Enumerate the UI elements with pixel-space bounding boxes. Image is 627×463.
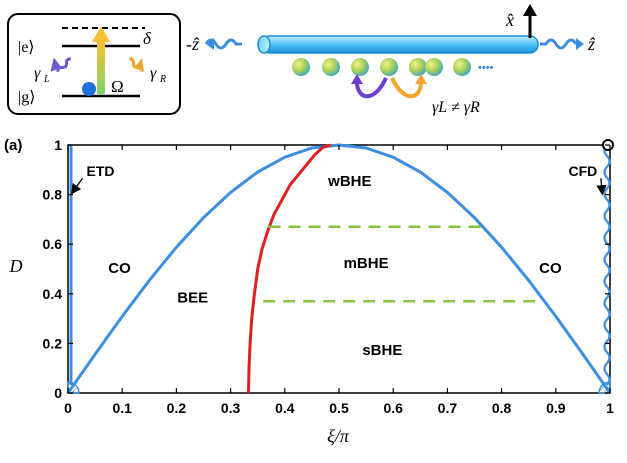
left-corner-region: [67, 381, 80, 394]
decay-inequality-label: γL ≠ γR: [432, 99, 480, 116]
inset-frame: [7, 13, 181, 115]
atom-chain: ••••: [292, 58, 494, 76]
x-tick-label: 0.9: [546, 400, 566, 416]
level-diagram-inset: |e⟩ |g⟩ δ Ω γ L γ R: [7, 13, 181, 115]
gamma-left-subscript: L: [43, 74, 50, 85]
excited-level-label: |e⟩: [18, 39, 35, 56]
gamma-right-label: γ: [150, 65, 157, 82]
x-tick-label: 0.3: [221, 400, 241, 416]
right-emission-wave-icon: [540, 38, 578, 50]
x-axis-label: ξ/π: [327, 426, 350, 446]
axis-ticks: 0 0.1 0.2 0.3 0.4 0.5 0.6 0.7 0.8 0.9 1 0 0.2 0.4 0.6 0…: [43, 137, 615, 416]
region-label: sBHE: [362, 342, 402, 359]
x-axis-arrow-icon: [523, 4, 537, 16]
region-label: mBHE: [344, 255, 389, 272]
x-tick-label: 1: [606, 400, 614, 416]
annotation-label: ETD: [87, 163, 115, 179]
x-tick-label: 0.2: [167, 400, 187, 416]
left-hopping-arrowhead-icon: [351, 74, 363, 84]
ground-level-label: |g⟩: [18, 89, 35, 106]
x-tick-label: 0.7: [438, 400, 458, 416]
minus-z-direction-label: -ẑ: [186, 34, 200, 54]
y-tick-label: 0.2: [43, 335, 63, 351]
x-tick-label: 0.5: [329, 400, 349, 416]
waveguide-end: [257, 35, 271, 54]
right-hopping-arrow-icon: [390, 77, 424, 99]
region-label: CO: [108, 260, 131, 277]
right-emission-arrow-icon: [576, 38, 584, 50]
right-hopping-arrowhead-icon: [415, 74, 427, 84]
annotation-label: CFD: [569, 163, 598, 179]
gamma-right-subscript: R: [159, 74, 166, 85]
right-decay-arrow-icon: [129, 57, 144, 73]
y-tick-label: 0.8: [43, 187, 63, 203]
right-corner-region: [598, 381, 611, 394]
x-axis-direction-label: x̂: [505, 10, 514, 30]
y-axis-label: D: [9, 256, 23, 276]
x-tick-label: 0.1: [112, 400, 132, 416]
y-tick-label: 1: [54, 137, 62, 153]
waveguide-body: [261, 35, 539, 54]
annotation-arrow: [596, 178, 607, 196]
x-tick-label: 0.4: [275, 400, 295, 416]
atom-icon: [453, 58, 471, 76]
z-direction-label: ẑ: [587, 34, 596, 54]
region-label: CO: [539, 260, 562, 277]
left-decay-arrow-icon: [50, 57, 71, 73]
drive-label: Ω: [111, 77, 124, 96]
atom-icon: [351, 58, 369, 76]
left-emission-wave-icon: [204, 38, 242, 50]
atom-icon: [380, 58, 398, 76]
atom-icon: [322, 58, 340, 76]
atom-icon: [292, 58, 310, 76]
drive-arrow-icon: [92, 26, 110, 94]
plot-marks: wBHE mBHE sBHE BEE CO CO ETD CFD: [66, 139, 614, 394]
atom-icon: [425, 58, 443, 76]
x-tick-label: 0: [64, 400, 72, 416]
cfd-edge-wavy-line: [603, 144, 611, 386]
detuning-label: δ: [143, 29, 152, 48]
x-tick-label: 0.8: [492, 400, 512, 416]
panel-label: (a): [4, 137, 22, 154]
critical-boundary-curve: [247, 143, 332, 394]
atom-population-icon: [82, 82, 96, 96]
region-label: BEE: [177, 290, 208, 307]
y-tick-label: 0.6: [43, 236, 63, 252]
gamma-left-label: γ: [34, 65, 41, 82]
left-hopping-arrow-icon: [354, 77, 388, 99]
chain-ellipsis: ••••: [478, 62, 494, 74]
y-tick-label: 0.4: [43, 286, 63, 302]
waveguide-schematic: -ẑ ẑ x̂ •••• γL ≠ γR: [186, 4, 596, 116]
x-tick-label: 0.6: [383, 400, 403, 416]
left-emission-arrow-icon: [206, 38, 214, 50]
annotation-arrow: [70, 177, 84, 195]
region-label: wBHE: [327, 173, 371, 190]
y-tick-label: 0: [54, 385, 62, 401]
atom-icon: [409, 58, 427, 76]
